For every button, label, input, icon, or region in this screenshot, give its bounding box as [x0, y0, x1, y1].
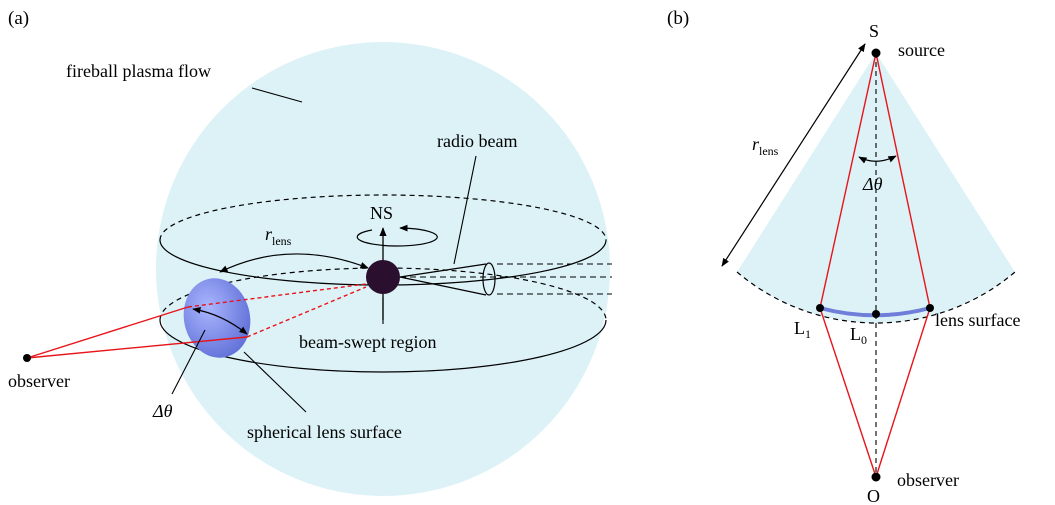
r-lens-label-a: rlens: [265, 224, 292, 248]
l0-letter: L: [850, 324, 861, 344]
r-lens-arc-arrow: [219, 253, 369, 273]
l0-label: L0: [850, 324, 867, 347]
l1-subscript: 1: [805, 327, 811, 341]
observer-point-label: O: [867, 486, 880, 505]
beam-cone-upper-edge: [399, 263, 487, 278]
observer-label-b: observer: [897, 470, 959, 490]
lens-surface-leader: [243, 351, 307, 413]
radio-beam-leader: [453, 155, 477, 265]
radio-beam-label: radio beam: [437, 131, 517, 151]
ray-lens-to-ns-lower: [246, 286, 367, 338]
r-lens-label-b: rlens: [752, 134, 779, 158]
delta-theta-label-a: Δθ: [152, 401, 173, 421]
observer-point: [23, 354, 31, 362]
l0-point: [872, 310, 880, 318]
right-lens-point: [926, 304, 934, 312]
r-lens-subscript-b: lens: [759, 144, 779, 158]
l1-letter: L: [794, 318, 805, 338]
fireball-leader: [251, 87, 303, 103]
panel-a: (a): [8, 8, 612, 496]
source-point-label: S: [869, 21, 879, 41]
beam-cone-mouth: [482, 262, 496, 296]
r-lens-symbol-a: r: [265, 224, 273, 244]
lens-surface-label-a: spherical lens surface: [247, 422, 402, 442]
panel-a-tag: (a): [8, 8, 29, 29]
ray-observer-to-lens-upper: [26, 306, 189, 359]
rotation-indicator: [356, 224, 438, 247]
ns-label: NS: [370, 203, 393, 223]
r-lens-arrow-b: [721, 43, 866, 267]
lower-ellipse-front: [159, 319, 607, 373]
lens-surface-label-b: lens surface: [935, 310, 1020, 330]
neutron-star: [366, 260, 400, 294]
l1-point: [816, 304, 824, 312]
panel-b-tag: (b): [667, 8, 689, 29]
beam-cone-lower-edge: [399, 276, 487, 296]
r-lens-symbol-b: r: [752, 134, 760, 154]
r-lens-subscript-a: lens: [272, 234, 292, 248]
l1-label: L1: [794, 318, 811, 341]
source-label: source: [898, 40, 945, 60]
upper-ellipse-back: [159, 194, 607, 241]
observer-point-b: [871, 472, 881, 482]
fireball-label: fireball plasma flow: [66, 61, 211, 81]
source-point: [871, 48, 881, 58]
beam-region-label: beam-swept region: [299, 332, 436, 352]
ray-observer-to-lens-lower: [26, 336, 248, 359]
delta-theta-leader: [171, 329, 206, 395]
l0-subscript: 0: [861, 333, 867, 347]
observer-label-a: observer: [8, 371, 70, 391]
lens-delta-theta-arrow: [192, 306, 248, 335]
ray-lens-to-ns-upper: [187, 283, 367, 308]
delta-theta-label-b: Δθ: [862, 174, 883, 194]
panel-b: (b) S source rlens Δθ L1 L0 lens surface…: [667, 8, 1020, 505]
